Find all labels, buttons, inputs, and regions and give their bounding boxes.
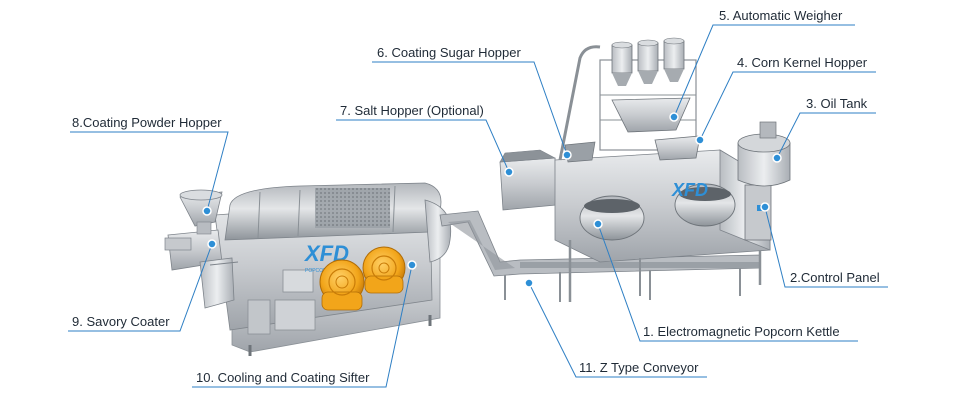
leader-1 (597, 223, 858, 342)
label-z-type-conveyor: 11. Z Type Conveyor (579, 360, 699, 375)
salt-hopper (499, 149, 557, 211)
dot-2 (760, 202, 770, 212)
label-oil-tank: 3. Oil Tank (806, 96, 868, 111)
leader-10 (192, 264, 413, 388)
label-coating-powder-hopper: 8.Coating Powder Hopper (72, 115, 222, 130)
cooling-coating-sifter: XFD POPCORN MAKER (214, 182, 452, 356)
dot-6 (562, 150, 572, 160)
label-automatic-weigher: 5. Automatic Weigher (719, 8, 843, 23)
xfd-logo-kettle: XFD (671, 180, 708, 200)
dot-8 (202, 206, 212, 216)
label-coating-sugar-hopper: 6. Coating Sugar Hopper (377, 45, 521, 60)
callout-lines (68, 24, 888, 388)
dot-7 (504, 167, 514, 177)
dot-5 (669, 112, 679, 122)
label-electromagnetic-popcorn-kettle: 1. Electromagnetic Popcorn Kettle (643, 324, 840, 339)
leader-4 (699, 71, 876, 141)
fan-right (362, 246, 406, 294)
weigher-bucket-2 (637, 39, 659, 84)
leader-6 (372, 61, 568, 156)
dot-11 (524, 278, 534, 288)
leader-3 (776, 112, 876, 159)
label-control-panel: 2.Control Panel (790, 270, 880, 285)
automatic-weigher (558, 37, 697, 161)
callout-dots (202, 112, 782, 288)
leader-5 (673, 24, 855, 118)
corn-kernel-hopper (654, 135, 701, 161)
leader-11 (528, 282, 707, 378)
dot-10 (407, 260, 417, 270)
leader-8 (70, 131, 229, 212)
oil-tank (737, 121, 791, 187)
label-corn-kernel-hopper: 4. Corn Kernel Hopper (737, 55, 868, 70)
label-savory-coater: 9. Savory Coater (72, 314, 170, 329)
leader-9 (68, 243, 213, 332)
coating-powder-hopper (179, 189, 223, 235)
label-cooling-coating-sifter: 10. Cooling and Coating Sifter (196, 370, 370, 385)
weigher-bucket-1 (611, 41, 633, 86)
label-salt-hopper: 7. Salt Hopper (Optional) (340, 103, 484, 118)
dot-3 (772, 153, 782, 163)
leader-2 (764, 206, 888, 288)
weigher-bucket-3 (663, 37, 685, 82)
savory-coater (164, 229, 239, 309)
dot-1 (593, 219, 603, 229)
leader-7 (336, 119, 510, 173)
fan-left (319, 259, 365, 311)
dot-4 (695, 135, 705, 145)
dot-9 (207, 239, 217, 249)
